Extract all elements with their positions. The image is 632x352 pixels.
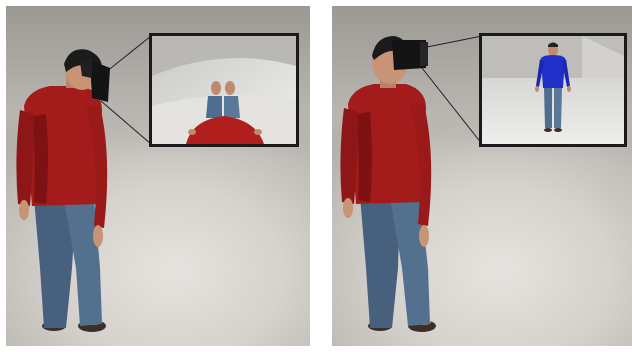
mirror-avatar-view-inset bbox=[479, 33, 627, 147]
left-panel bbox=[6, 6, 310, 346]
first-person-view-inset bbox=[149, 33, 299, 147]
right-panel bbox=[332, 6, 632, 346]
inset-right-scene bbox=[482, 36, 624, 144]
inset-left-scene bbox=[152, 36, 296, 144]
avatar-figure-right bbox=[340, 36, 436, 332]
avatar-figure-left bbox=[16, 49, 110, 332]
